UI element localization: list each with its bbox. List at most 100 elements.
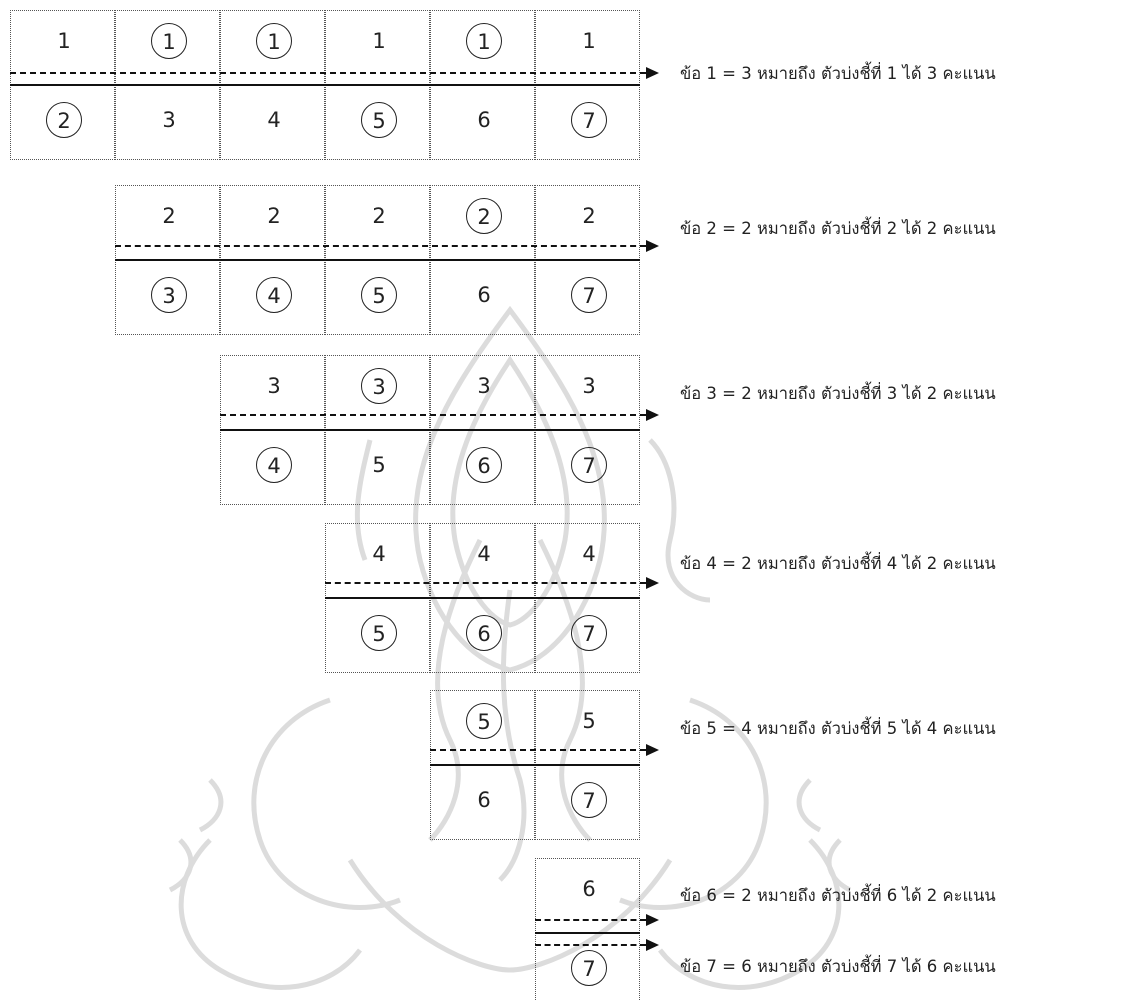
value-label: 4: [372, 542, 386, 566]
circled-value: 2: [466, 198, 502, 234]
value-label: 2: [267, 204, 281, 228]
cell-top: 5: [430, 690, 535, 765]
circled-value: 7: [571, 277, 607, 313]
circled-value: 5: [466, 703, 502, 739]
value-label: 1: [57, 29, 71, 53]
value-label: 4: [477, 542, 491, 566]
ganesha-seal-icon: [168, 305, 852, 990]
value-label: 2: [162, 204, 176, 228]
arrow-head-icon: [646, 409, 659, 421]
divider-line: [10, 84, 640, 86]
cell-bottom: 3: [115, 85, 220, 160]
dashed-arrow: [10, 72, 646, 74]
cell-bottom: 7: [535, 598, 640, 673]
row-caption: ข้อ 5 = 4 หมายถึง ตัวบ่งชี้ที่ 5 ได้ 4 ค…: [680, 719, 996, 738]
dashed-arrow: [535, 919, 646, 921]
cell-top: 2: [220, 185, 325, 260]
value-label: 6: [477, 788, 491, 812]
cell-top: 3: [430, 355, 535, 430]
row-caption: ข้อ 2 = 2 หมายถึง ตัวบ่งชี้ที่ 2 ได้ 2 ค…: [680, 219, 996, 238]
cell-top: 4: [430, 523, 535, 598]
cell-bottom: 7: [535, 260, 640, 335]
cell-top: 2: [430, 185, 535, 260]
row-caption: ข้อ 4 = 2 หมายถึง ตัวบ่งชี้ที่ 4 ได้ 2 ค…: [680, 554, 996, 573]
circled-value: 3: [151, 277, 187, 313]
cell-top: 2: [535, 185, 640, 260]
cell-top: 2: [115, 185, 220, 260]
arrow-head-icon: [646, 744, 659, 756]
cell-bottom: 6: [430, 765, 535, 840]
circled-value: 2: [46, 102, 82, 138]
cell-bottom: 7: [535, 430, 640, 505]
dashed-arrow: [535, 944, 646, 946]
cell-bottom: 6: [430, 598, 535, 673]
divider-line: [430, 764, 640, 766]
circled-value: 7: [571, 782, 607, 818]
dashed-arrow: [220, 414, 646, 416]
circled-value: 3: [361, 368, 397, 404]
row-caption: ข้อ 6 = 2 หมายถึง ตัวบ่งชี้ที่ 6 ได้ 2 ค…: [680, 886, 996, 905]
value-label: 3: [582, 374, 596, 398]
circled-value: 5: [361, 615, 397, 651]
value-label: 1: [372, 29, 386, 53]
value-label: 6: [582, 877, 596, 901]
circled-value: 6: [466, 447, 502, 483]
dashed-arrow: [115, 245, 646, 247]
dashed-arrow: [325, 582, 646, 584]
cell-bottom: 4: [220, 85, 325, 160]
cell-top: 2: [325, 185, 430, 260]
value-label: 2: [582, 204, 596, 228]
cell-top: 4: [325, 523, 430, 598]
value-label: 4: [267, 108, 281, 132]
cell-bottom: 4: [220, 260, 325, 335]
cell-bottom: 5: [325, 85, 430, 160]
divider-line: [325, 597, 640, 599]
cell-bottom: 5: [325, 430, 430, 505]
circled-value: 1: [256, 23, 292, 59]
cell-bottom: 5: [325, 598, 430, 673]
value-label: 3: [162, 108, 176, 132]
arrow-head-icon: [646, 939, 659, 951]
circled-value: 1: [151, 23, 187, 59]
value-label: 6: [477, 283, 491, 307]
cell-top: 3: [535, 355, 640, 430]
cell-bottom: 4: [220, 430, 325, 505]
circled-value: 7: [571, 615, 607, 651]
divider-line: [220, 429, 640, 431]
circled-value: 6: [466, 615, 502, 651]
divider-line: [115, 259, 640, 261]
value-label: 5: [582, 709, 596, 733]
arrow-head-icon: [646, 914, 659, 926]
cell-top: 4: [535, 523, 640, 598]
cell-top: 3: [220, 355, 325, 430]
value-label: 3: [267, 374, 281, 398]
circled-value: 7: [571, 102, 607, 138]
cell-top: 3: [325, 355, 430, 430]
cell-bottom: 2: [10, 85, 115, 160]
circled-value: 4: [256, 447, 292, 483]
cell-bottom: 7: [535, 85, 640, 160]
value-label: 2: [372, 204, 386, 228]
cell-bottom: 7: [535, 765, 640, 840]
cell-bottom: 6: [430, 85, 535, 160]
value-label: 5: [372, 453, 386, 477]
value-label: 6: [477, 108, 491, 132]
row-caption: ข้อ 1 = 3 หมายถึง ตัวบ่งชี้ที่ 1 ได้ 3 ค…: [680, 64, 996, 83]
row-caption: ข้อ 7 = 6 หมายถึง ตัวบ่งชี้ที่ 7 ได้ 6 ค…: [680, 957, 996, 976]
arrow-head-icon: [646, 67, 659, 79]
arrow-head-icon: [646, 577, 659, 589]
divider-line: [535, 932, 640, 934]
value-label: 4: [582, 542, 596, 566]
arrow-head-icon: [646, 240, 659, 252]
circled-value: 1: [466, 23, 502, 59]
row-caption: ข้อ 3 = 2 หมายถึง ตัวบ่งชี้ที่ 3 ได้ 2 ค…: [680, 384, 996, 403]
circled-value: 5: [361, 277, 397, 313]
dashed-arrow: [430, 749, 646, 751]
circled-value: 5: [361, 102, 397, 138]
circled-value: 7: [571, 447, 607, 483]
circled-value: 7: [571, 950, 607, 986]
cell-bottom: 6: [430, 430, 535, 505]
cell-bottom: 3: [115, 260, 220, 335]
cell-bottom: 6: [430, 260, 535, 335]
